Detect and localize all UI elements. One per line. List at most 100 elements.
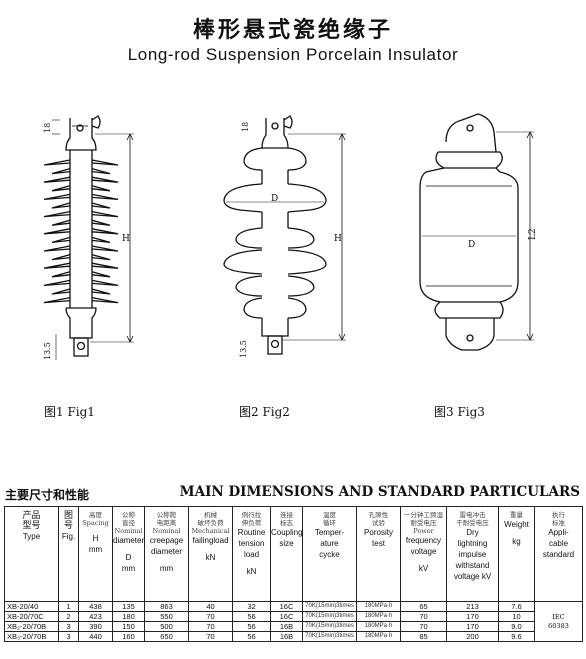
figure-2-caption: 图2 Fig2 <box>239 405 290 419</box>
table-cell: 438 <box>78 601 113 612</box>
table-cell: XB₃-20/70B <box>4 631 59 642</box>
column-header-cn: 一分钟工频湿 耐受电压 Power <box>404 511 443 535</box>
figure-1-shed <box>43 210 119 218</box>
table-cell: 135 <box>112 601 145 612</box>
table-cell: 550 <box>144 611 189 622</box>
column-header-en: diameter <box>113 536 145 545</box>
table-cell: 70K(15min)3times <box>302 631 357 642</box>
column-header-unit: kV <box>418 564 429 573</box>
table-cell: 16B <box>270 621 303 632</box>
figure-1-shed <box>43 296 119 304</box>
table-cell: 70K(15min)3times <box>302 621 357 632</box>
table-cell: XB-20/40 <box>4 601 59 612</box>
column-header-cn: 高度 Spacing <box>82 511 109 527</box>
table-cell: 423 <box>78 611 113 622</box>
column-header-cn: 连接 标志 <box>280 511 293 527</box>
column-header-unit: kN <box>246 567 257 576</box>
column-header-unit: kg <box>512 537 521 546</box>
figure-1-shed <box>43 245 119 252</box>
table-cell: 32 <box>232 601 271 612</box>
figure-3-drawing <box>419 113 534 351</box>
table-cell: XB₂-20/70B <box>4 621 59 632</box>
table-cell: 200 <box>446 631 499 642</box>
column-header-cn: 雷电冲击 干耐受电压 <box>456 511 489 527</box>
table-cell: 180 <box>112 611 145 622</box>
figure-1-shed <box>43 193 119 201</box>
column-header-en: frequency voltage <box>405 536 442 556</box>
column-header-en: failingload <box>192 536 229 545</box>
section-title-cn: 主要尺寸和性能 <box>5 488 90 502</box>
fig2-dim-bottom: 13.5 <box>239 340 248 358</box>
column-header-unit: D mm <box>121 553 136 573</box>
column-header-en: Routine tension load <box>237 528 266 559</box>
figure-1-shed <box>51 202 111 209</box>
table-cell: 70 <box>400 621 447 632</box>
column-header-en: Appli- cable standard <box>542 528 575 559</box>
table-cell: 160 <box>112 631 145 642</box>
figure-1-shed <box>51 236 111 244</box>
fig3-dim-d: D <box>468 240 475 250</box>
figure-1-caption: 图1 Fig1 <box>44 405 95 419</box>
column-header-cn: 孔隙性 试验 <box>368 511 389 527</box>
column-header-unit: H mm <box>88 534 103 554</box>
table-cell: 2 <box>58 611 79 622</box>
column-header-cn: 机械 破坏负荷 Mechanical <box>191 511 230 535</box>
table-cell: 650 <box>144 631 189 642</box>
figure-1-shed <box>51 185 111 192</box>
table-cell: 150 <box>112 621 145 632</box>
column-header-cn: 重量 <box>510 511 523 519</box>
table-cell: 16B <box>270 631 303 642</box>
column-header: 高度 Spacing H mm <box>78 506 113 602</box>
fig1-dim-bottom: 13.5 <box>43 342 52 360</box>
column-header-en: Coupling size <box>271 528 303 548</box>
column-header-unit: kN <box>205 553 216 562</box>
column-header-en: creepage diameter <box>149 536 184 556</box>
standard-cell: IEC 60383 <box>534 601 583 642</box>
table-cell: 500 <box>144 621 189 632</box>
table-cell: 85 <box>400 631 447 642</box>
column-header-en: Fig. <box>61 532 76 541</box>
section-title-en: MAIN DIMENSIONS AND STANDARD PARTICULARS <box>179 484 580 500</box>
table-cell: 7.6 <box>498 601 535 612</box>
figure-1-shed <box>51 271 111 278</box>
fig3-dim-l2: L2 <box>528 228 538 240</box>
table-cell: 180MPa·h <box>356 631 401 642</box>
table-cell: 390 <box>78 621 113 632</box>
fig1-dim-h: H <box>122 234 130 244</box>
table-cell: 56 <box>232 621 271 632</box>
figure-1-shed <box>51 219 111 226</box>
column-header-en: Temper- ature cycke <box>314 528 345 559</box>
column-header-cn: 执行 标准 <box>552 511 565 527</box>
page-title-cn: 棒形悬式瓷绝缘子 <box>192 18 393 43</box>
column-header-cn: 产品 型号 <box>22 511 41 531</box>
column-header-cn: 公称爬 电距离 Nominal <box>152 511 181 535</box>
table-cell: 10 <box>498 611 535 622</box>
fig2-dim-h: H <box>334 234 342 244</box>
table-cell: 70 <box>400 611 447 622</box>
figure-1-shed <box>43 262 119 269</box>
table-cell: 56 <box>232 611 271 622</box>
figure-1-shed <box>43 176 119 183</box>
table-cell: 56 <box>232 631 271 642</box>
column-header-en: Type <box>22 532 41 541</box>
column-header-cn: 图 号 <box>63 511 73 531</box>
column-header-cn: 温度 循环 <box>323 511 336 527</box>
table-cell: 170 <box>446 611 499 622</box>
figure-1-shed <box>43 159 119 166</box>
table-cell: 180MPa·h <box>356 601 401 612</box>
fig2-dim-d: D <box>271 194 278 204</box>
figure-1-drawing <box>43 115 134 360</box>
table-cell: 9.0 <box>498 621 535 632</box>
